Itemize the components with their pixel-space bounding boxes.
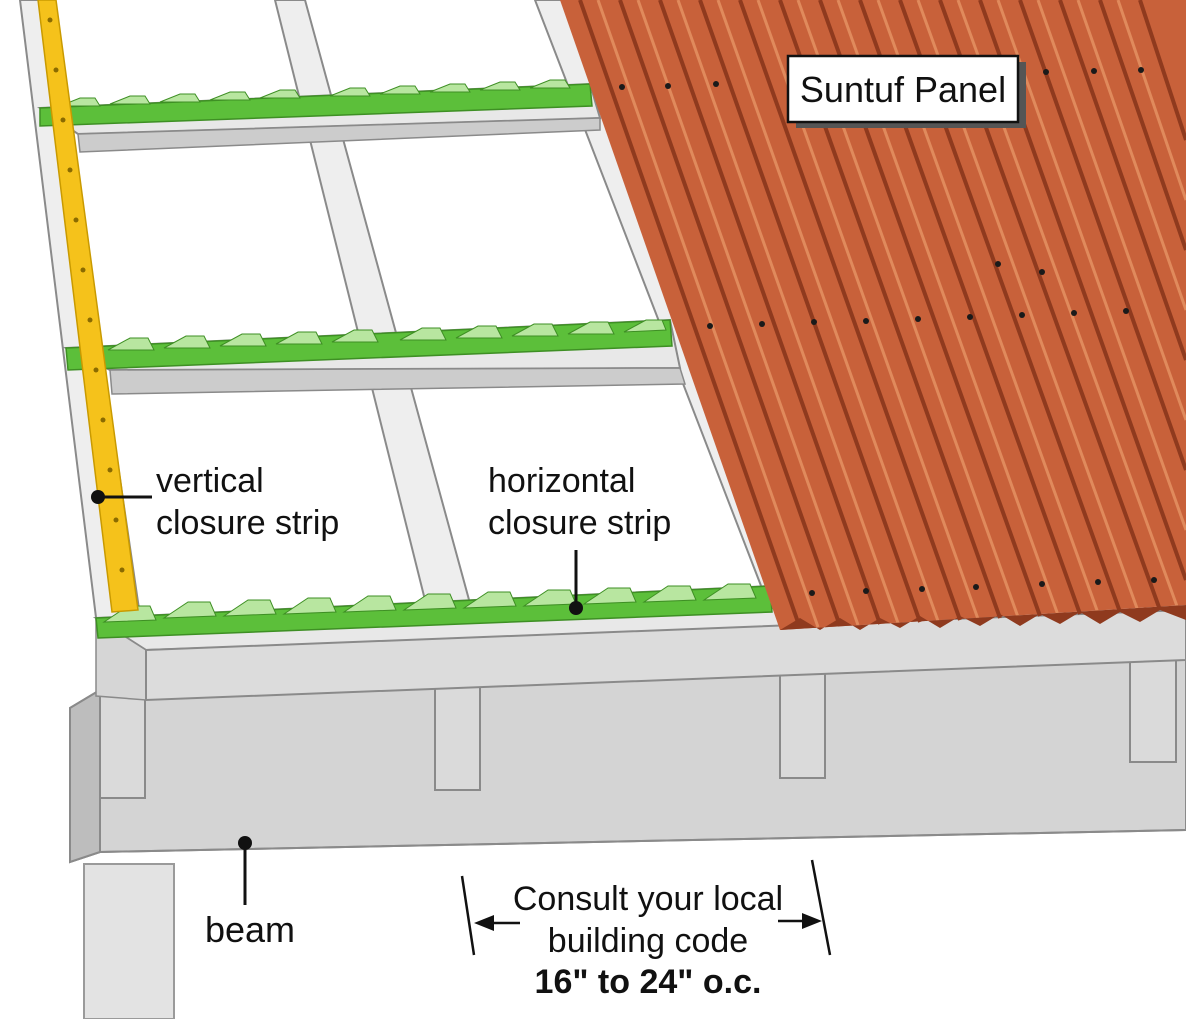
suntuf-panel-label: Suntuf Panel	[786, 54, 1026, 128]
beam	[69, 648, 1186, 864]
vertical-closure-strip	[37, 0, 139, 613]
beam-label: beam	[205, 909, 295, 950]
horizontal-closure-strips	[39, 79, 773, 639]
vertical-label-line2: closure strip	[156, 504, 339, 542]
vertical-callout: vertical closure strip	[91, 462, 339, 542]
horizontal-label-line1: horizontal	[488, 462, 635, 500]
spacing-dimension: Consult your local building code 16" to …	[460, 859, 832, 1001]
beam-callout: beam	[205, 836, 295, 950]
spacing-line1: Consult your local	[513, 880, 783, 918]
horizontal-callout: horizontal closure strip	[488, 462, 671, 615]
post	[83, 863, 175, 1019]
spacing-line3: 16" to 24" o.c.	[535, 963, 762, 1001]
vertical-label-line1: vertical	[156, 462, 264, 500]
suntuf-panel-text: Suntuf Panel	[800, 69, 1006, 110]
horizontal-label-line2: closure strip	[488, 504, 671, 542]
spacing-line2: building code	[548, 922, 748, 960]
suntuf-panel	[560, 0, 1186, 630]
